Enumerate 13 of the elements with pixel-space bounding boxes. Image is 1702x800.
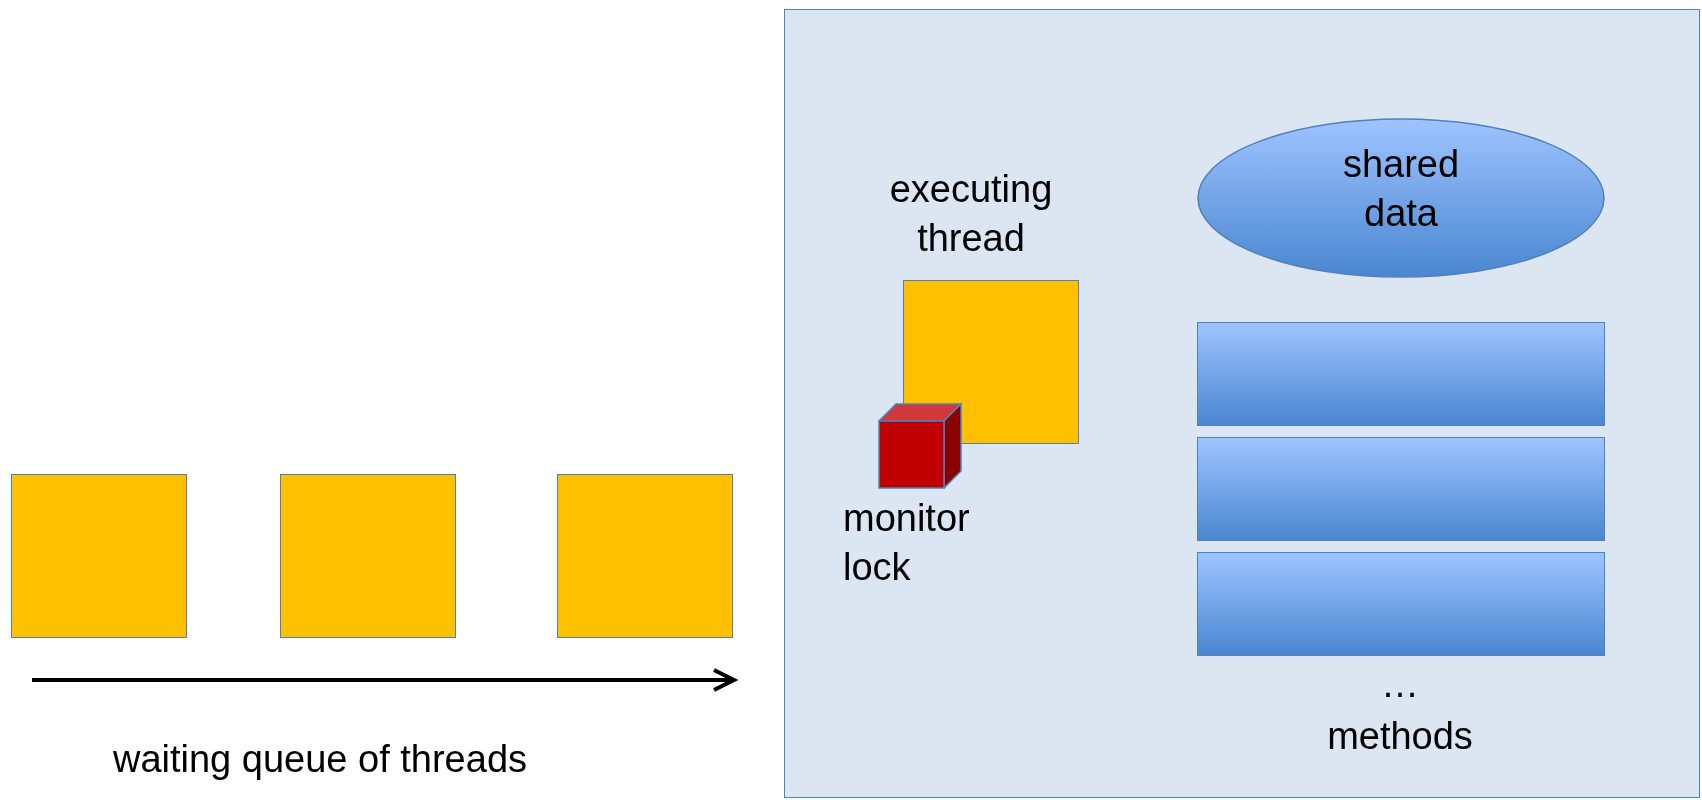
thread-square	[11, 474, 187, 638]
thread-square	[280, 474, 456, 638]
method-bar	[1197, 552, 1605, 656]
queue-label: waiting queue of threads	[111, 737, 529, 782]
thread-label: executing thread	[888, 167, 1054, 262]
ellipse-label: shared data	[1341, 142, 1461, 237]
monitor-panel	[784, 9, 1700, 798]
method-bar	[1197, 322, 1605, 426]
thread-square	[557, 474, 733, 638]
methods-label: methods	[1326, 714, 1474, 759]
lock-label: monitor lock	[843, 496, 971, 591]
method-bar	[1197, 437, 1605, 541]
ellipsis-label: …	[1380, 662, 1420, 707]
